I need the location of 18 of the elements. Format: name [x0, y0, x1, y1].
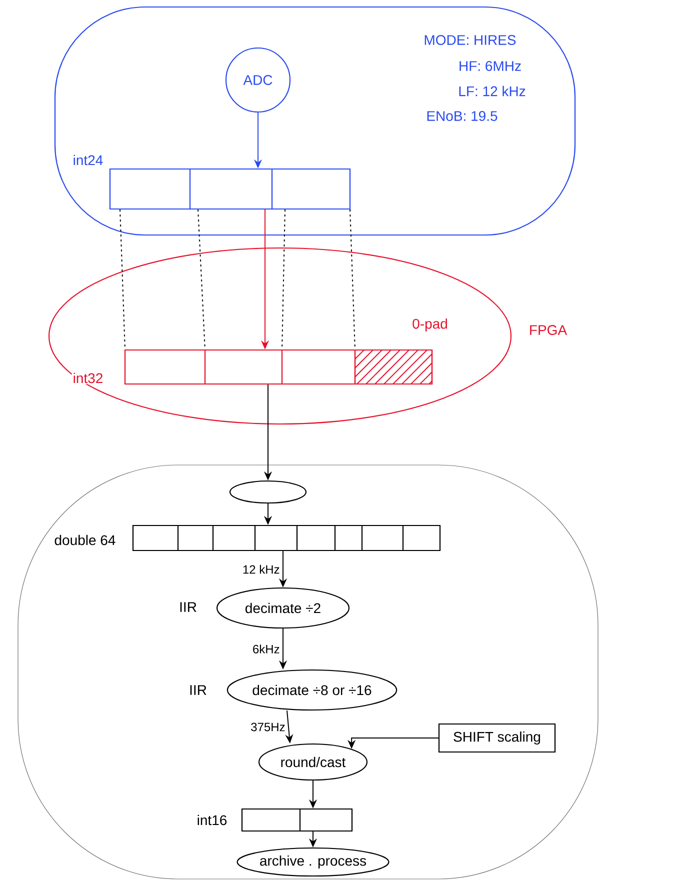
oval	[229, 480, 307, 504]
type-label: int32	[72, 372, 104, 384]
type-label: int16	[196, 814, 228, 826]
setting-text: ENoB: 19.5	[427, 111, 498, 121]
edge-label: 375Hz	[250, 722, 286, 732]
type-label: IIR	[178, 601, 198, 613]
setting-text: MODE: HIRES	[424, 35, 516, 45]
edge-label: 12 kHz	[241, 564, 281, 575]
process-box: SHIFT scaling	[438, 723, 556, 753]
region-outline	[18, 464, 598, 880]
setting-text: LF: 12 kHz	[459, 86, 526, 96]
setting-text: HF: 6MHz	[460, 61, 521, 71]
type-label: IIR	[188, 684, 208, 696]
edge-label: 6kHz	[251, 644, 281, 654]
type-label: int24	[72, 154, 104, 166]
type-label: double 64	[53, 534, 117, 546]
region-label: FPGA	[530, 325, 568, 335]
part-label: 0-pad	[412, 318, 447, 332]
